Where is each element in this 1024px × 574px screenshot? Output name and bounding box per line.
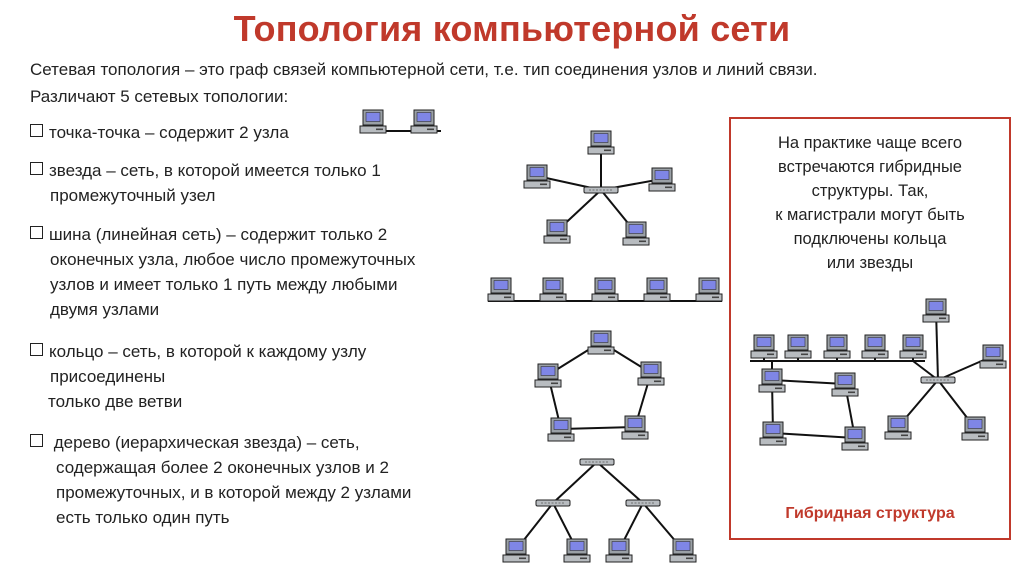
computer-icon (547, 417, 575, 442)
computer-icon (605, 538, 633, 563)
bullet-text: узлов и имеет только 1 путь между любыми (50, 275, 398, 294)
computer-icon (695, 277, 723, 302)
bullet-ring: кольцо – сеть, в которой к каждому узлу … (30, 339, 470, 414)
hub-icon (625, 499, 661, 507)
bullet-text: присоединены (50, 367, 166, 386)
computer-icon (621, 415, 649, 440)
hybrid-text-line: к магистрали могут быть (775, 206, 965, 224)
hub-icon (920, 376, 956, 384)
bullet-text: кольцо – сеть, в которой к каждому узлу (49, 342, 367, 361)
link-line (560, 426, 636, 430)
hybrid-text-line: подключены кольца (793, 230, 947, 248)
computer-icon (759, 421, 787, 446)
bullet-text: содержащая более 2 оконечных узлов и 2 (56, 458, 389, 477)
bullet-point-to-point: точка-точка – содержит 2 узла (30, 120, 470, 145)
bullet-text: двумя узлами (50, 300, 160, 319)
definition-text: Сетевая топология – это граф связей комп… (30, 60, 818, 79)
bullet-text: дерево (иерархическая звезда) – сеть, (49, 433, 360, 452)
bullet-text: шина (линейная сеть) – содержит только 2 (49, 225, 388, 244)
link-line (772, 432, 856, 439)
computer-icon (502, 538, 530, 563)
bullet-text: промежуточный узел (50, 186, 216, 205)
computer-icon (637, 361, 665, 386)
computer-icon (750, 334, 778, 359)
computer-icon (979, 344, 1007, 369)
computer-icon (587, 130, 615, 155)
checkbox-icon (30, 226, 43, 239)
hybrid-text-line: или звезды (826, 254, 914, 272)
computer-icon (410, 109, 438, 134)
computer-icon (543, 219, 571, 244)
computer-icon (359, 109, 387, 134)
computer-icon (841, 426, 869, 451)
page-title: Топология компьютерной сети (233, 8, 791, 49)
computer-icon (758, 368, 786, 393)
computer-icon (784, 334, 812, 359)
hybrid-caption: Гибридная структура (785, 505, 955, 522)
hub-icon (579, 458, 615, 466)
computer-icon (523, 164, 551, 189)
hybrid-text-line: На практике чаще всего (777, 134, 963, 152)
computer-icon (823, 334, 851, 359)
computer-icon (591, 277, 619, 302)
topology-count-text: Различают 5 сетевых топологии: (30, 87, 289, 106)
checkbox-icon (30, 434, 43, 447)
bullet-tree: дерево (иерархическая звезда) – сеть, со… (30, 430, 470, 530)
checkbox-icon (30, 343, 43, 356)
link-line (771, 379, 846, 385)
bullet-star: звезда – сеть, в которой имеется только … (30, 158, 470, 208)
bullet-text: есть только один путь (56, 508, 230, 527)
hybrid-description: На практике чаще всего встречаются гибри… (731, 131, 1009, 275)
link-line (596, 461, 644, 504)
computer-icon (922, 298, 950, 323)
computer-icon (643, 277, 671, 302)
checkbox-icon (30, 162, 43, 175)
link-line (552, 461, 598, 504)
hub-icon (535, 499, 571, 507)
computer-icon (961, 416, 989, 441)
bullet-text: звезда – сеть, в которой имеется только … (49, 161, 381, 180)
bullet-text: точка-точка – содержит 2 узла (49, 123, 289, 142)
checkbox-icon (30, 124, 43, 137)
computer-icon (648, 167, 676, 192)
computer-icon (831, 372, 859, 397)
bullet-text: промежуточных, и в которой между 2 узлам… (56, 483, 412, 502)
computer-icon (884, 415, 912, 440)
hub-icon (583, 186, 619, 194)
computer-icon (861, 334, 889, 359)
computer-icon (487, 277, 515, 302)
bullet-text: только две ветви (48, 392, 183, 411)
hybrid-text-line: встречаются гибридные (778, 158, 962, 176)
computer-icon (669, 538, 697, 563)
computer-icon (622, 221, 650, 246)
computer-icon (899, 334, 927, 359)
computer-icon (563, 538, 591, 563)
hybrid-text-line: структуры. Так, (811, 182, 929, 200)
hybrid-structure-panel: На практике чаще всего встречаются гибри… (729, 117, 1011, 540)
computer-icon (539, 277, 567, 302)
bullet-bus: шина (линейная сеть) – содержит только 2… (30, 222, 470, 322)
computer-icon (587, 330, 615, 355)
bullet-text: оконечных узла, любое число промежуточны… (50, 250, 416, 269)
computer-icon (534, 363, 562, 388)
